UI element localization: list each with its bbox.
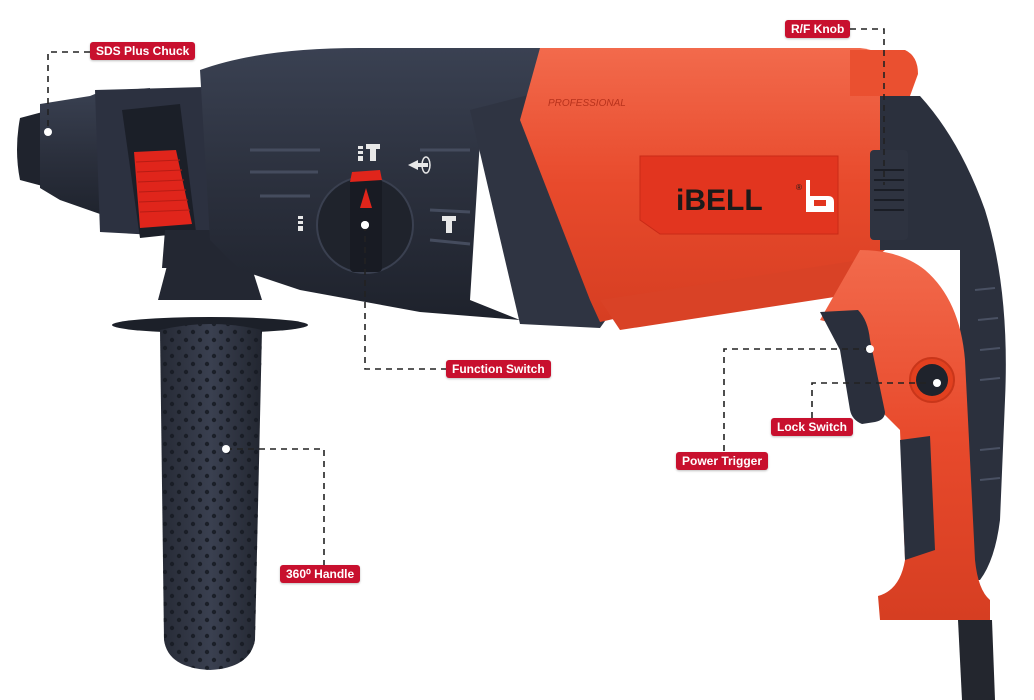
brand-logo-mark: [806, 180, 834, 212]
side-handle: [112, 262, 308, 670]
handle-360-marker: [222, 445, 230, 453]
rear-handle: [820, 96, 1006, 700]
motor-housing: iBELL ® PROFESSIONAL: [520, 48, 918, 330]
brand-logo-text: iBELL: [676, 184, 763, 217]
function-switch-marker: [361, 221, 369, 229]
trademark-symbol: ®: [796, 183, 802, 192]
callout-360-handle: 360⁰ Handle: [280, 565, 361, 583]
professional-text: PROFESSIONAL: [548, 98, 626, 109]
callout-lock-switch: Lock Switch: [771, 418, 854, 436]
power-trigger-marker: [866, 345, 874, 353]
power-cable: [958, 620, 995, 700]
callout-function-switch: Function Switch: [446, 360, 551, 378]
lock-switch-marker: [933, 379, 941, 387]
rf-knob: [870, 150, 908, 240]
callout-sds-plus-chuck: SDS Plus Chuck: [90, 42, 196, 60]
leader-lines: [47, 28, 937, 565]
callout-power-trigger: Power Trigger: [676, 452, 769, 470]
power-trigger: [820, 310, 885, 424]
callout-rf-knob: R/F Knob: [785, 20, 851, 38]
lock-switch: [916, 364, 948, 396]
sds-chuck-marker: [44, 128, 52, 136]
